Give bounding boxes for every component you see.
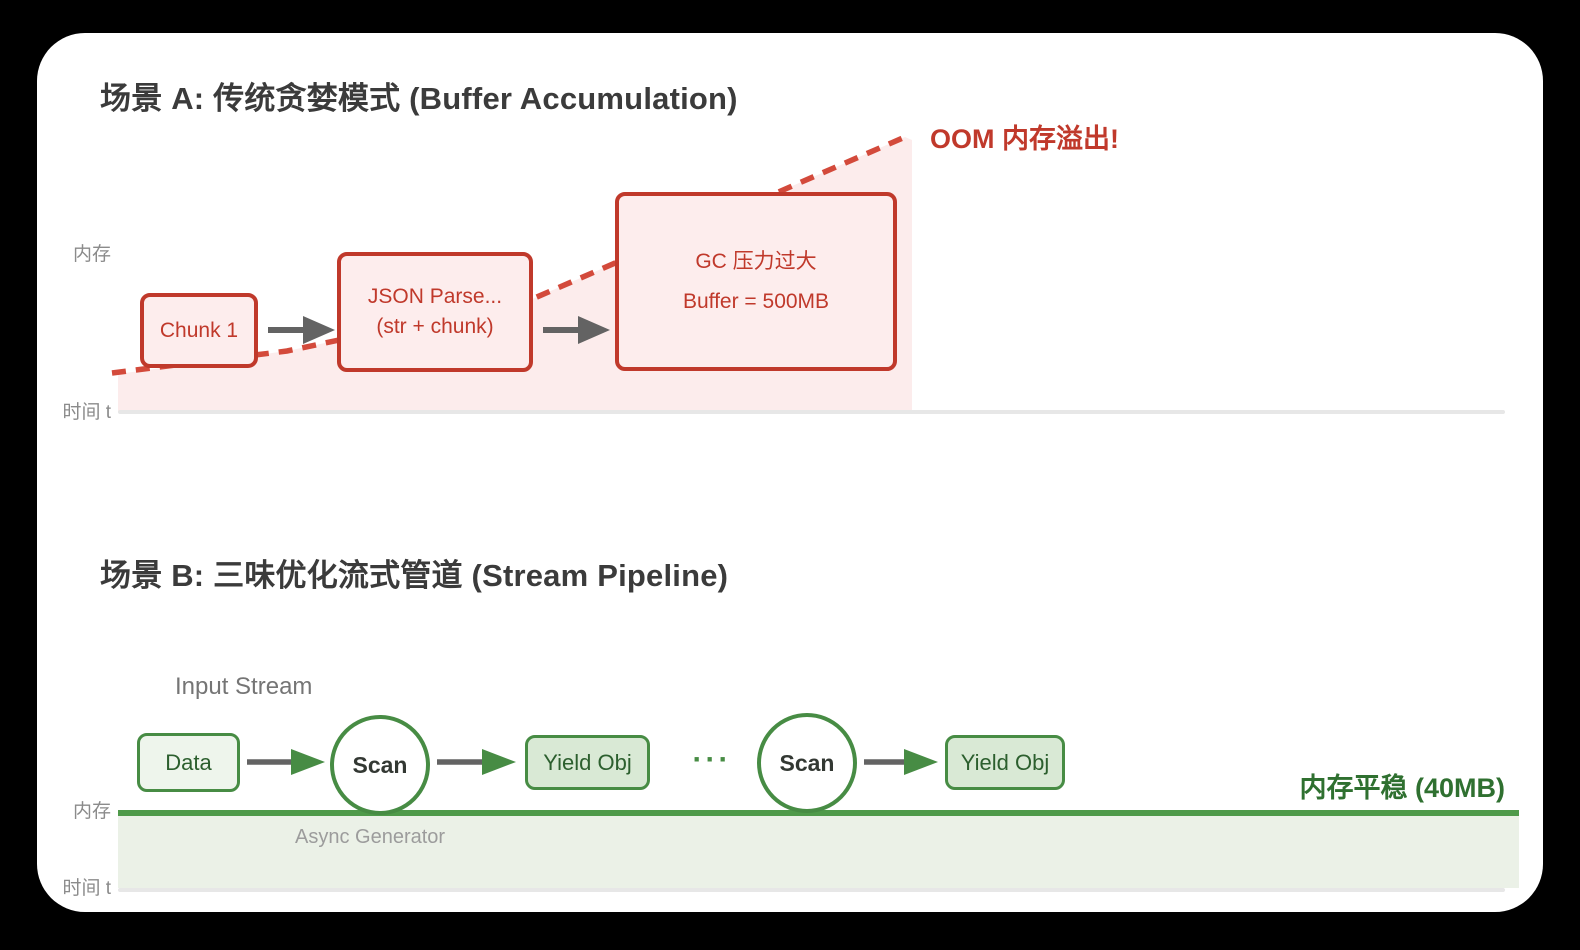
node-json-parse-line2: (str + chunk) [376,315,494,338]
arrow-chunk-to-parse [268,316,335,344]
arrow-scan-to-yield [437,749,516,775]
memory-stable-label: 内存平稳 (40MB) [1299,773,1505,803]
arrow-data-to-scan [247,749,325,775]
node-yield-obj-2: Yield Obj [945,735,1065,790]
node-scan-1: Scan [330,715,430,815]
input-stream-label: Input Stream [175,673,313,700]
scenario-b-x-axis-label: 时间 t [62,878,111,899]
node-chunk-1-label: Chunk 1 [159,318,239,342]
node-scan-1-label: Scan [352,751,408,778]
node-scan-2-label: Scan [779,749,835,776]
node-data: Data [137,733,240,792]
scenario-b-title: 场景 B: 三味优化流式管道 (Stream Pipeline) [100,558,729,593]
scenario-b-time-axis [118,888,1505,892]
stable-memory-band [118,816,1519,888]
node-yield-obj-1-label: Yield Obj [543,749,632,775]
arrow-parse-to-gc [543,316,610,344]
node-gc-pressure-line1: GC 压力过大 [695,249,817,273]
node-data-label: Data [165,749,212,775]
scenario-a-time-axis [118,410,1505,414]
scenario-a-x-axis-label: 时间 t [62,402,111,423]
scenario-a-title: 场景 A: 传统贪婪模式 (Buffer Accumulation) [100,81,738,116]
oom-warning-label: OOM 内存溢出! [930,124,1119,154]
scenario-a-y-axis-label: 内存 [72,244,111,265]
ellipsis-dots: ··· [692,743,732,776]
node-scan-2: Scan [757,713,857,813]
arrow-scan2-to-yield2 [864,749,938,775]
node-gc-pressure: GC 压力过大 Buffer = 500MB [615,192,897,371]
node-json-parse-line1: JSON Parse... [367,285,503,308]
async-generator-label: Async Generator [295,826,446,848]
stable-memory-line [118,810,1519,816]
diagram-card: 场景 A: 传统贪婪模式 (Buffer Accumulation) OOM 内… [37,33,1543,912]
node-yield-obj-2-label: Yield Obj [960,749,1050,775]
node-yield-obj-1: Yield Obj [525,735,650,790]
node-json-parse: JSON Parse... (str + chunk) [337,252,533,372]
scenario-b-y-axis-label: 内存 [72,801,111,822]
node-gc-pressure-line2: Buffer = 500MB [682,289,830,313]
node-chunk-1: Chunk 1 [140,293,258,368]
